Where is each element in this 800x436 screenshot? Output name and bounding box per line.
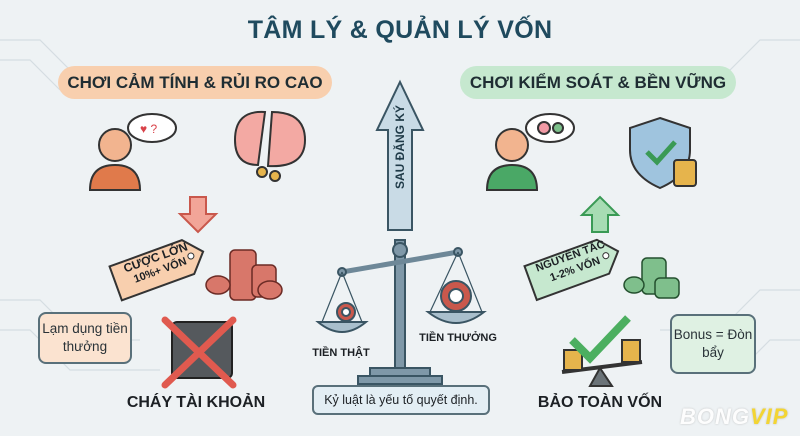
- page-title: TÂM LÝ & QUẢN LÝ VỐN: [247, 16, 553, 44]
- red-chips-stack-icon: [205, 249, 283, 301]
- shield-check-icon: [629, 116, 697, 190]
- wm-part: VIP: [750, 404, 789, 429]
- balanced-seesaw-icon: [561, 315, 643, 387]
- green-chips-stack-icon: [623, 257, 680, 299]
- after-signup-label: SAU ĐĂNG KÝ: [393, 105, 407, 190]
- bongvip-watermark-logo: BONGVIP: [680, 404, 788, 430]
- wm-part: BO: [680, 404, 715, 429]
- price-tag-left: [108, 239, 205, 302]
- broken-piggy-bank-icon: [233, 110, 307, 182]
- controlled-play-heading: CHƠI KIỂM SOÁT & BỀN VỮNG: [460, 66, 736, 99]
- discipline-motto: Kỷ luật là yếu tố quyết định.: [312, 385, 490, 415]
- bonus-leverage-bubble: Bonus = Đòn bẩy: [670, 314, 756, 374]
- real-money-label: TIỀN THẬT: [312, 347, 370, 359]
- down-arrow-icon: [177, 196, 219, 234]
- bonus-abuse-bubble: Lạm dụng tiền thưởng: [38, 312, 132, 364]
- confused-person-icon: [88, 113, 177, 191]
- bonus-money-label: TIỀN THƯỞNG: [419, 332, 497, 344]
- up-arrow-green-icon: [579, 195, 621, 233]
- up-arrow-icon: [375, 79, 425, 231]
- account-burn-label: CHÁY TÀI KHOẢN: [126, 394, 266, 411]
- price-tag-right: [523, 238, 620, 302]
- capital-preserved-label: BẢO TOÀN VỐN: [537, 394, 663, 411]
- thinking-person-icon: [485, 113, 575, 191]
- risky-play-heading: CHƠI CẢM TÍNH & RỦI RO CAO: [58, 66, 332, 99]
- heart-icon: ♥ ?: [140, 122, 157, 136]
- wallet-crossed-icon: [161, 316, 237, 389]
- balance-scale-icon: [315, 239, 487, 385]
- wm-part: NG: [715, 404, 750, 429]
